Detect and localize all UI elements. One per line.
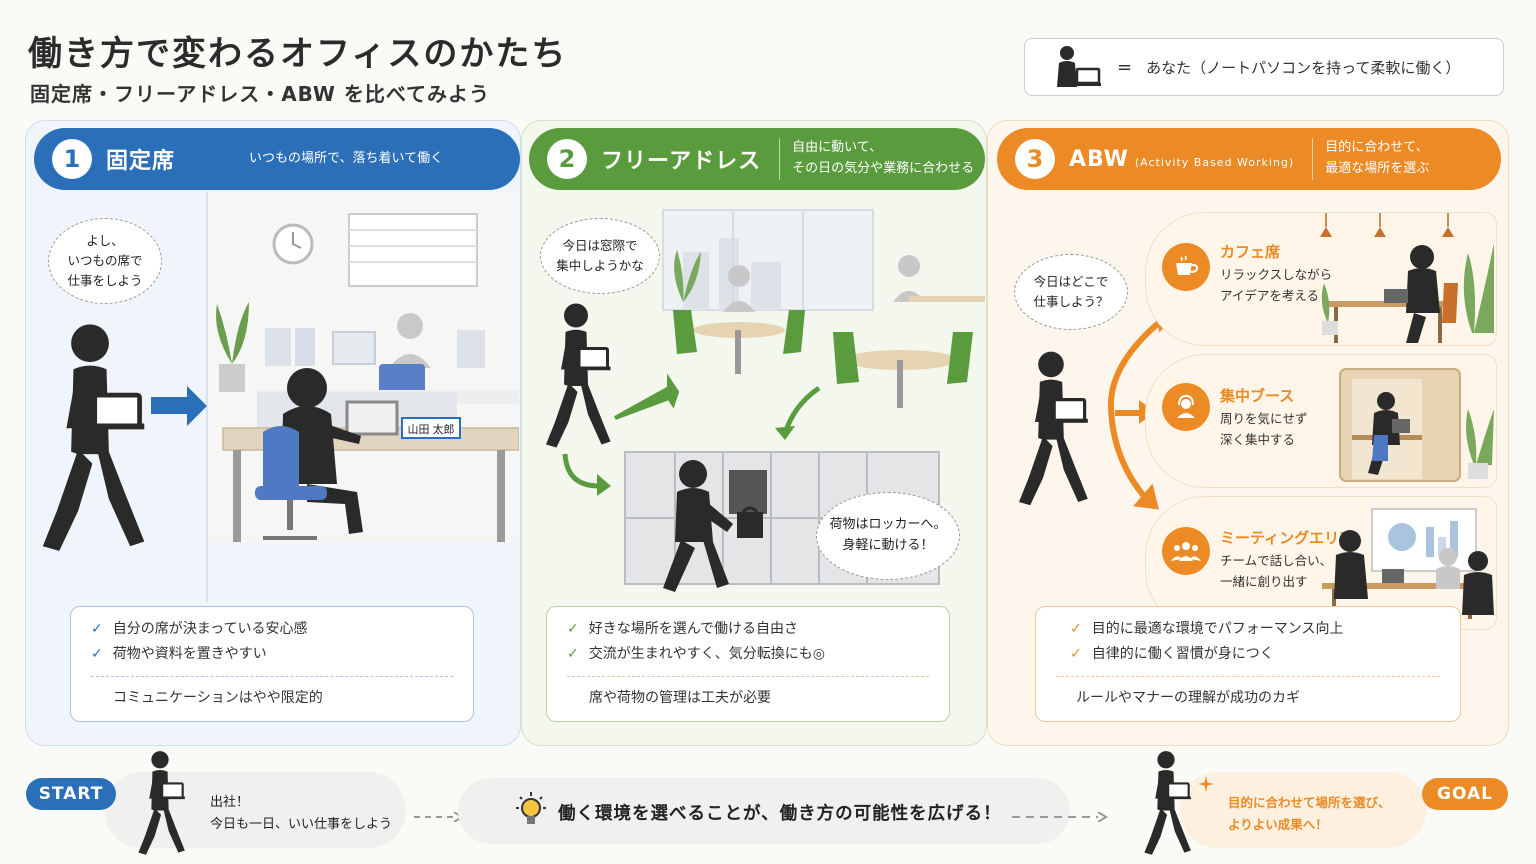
check-icon: ✓	[1070, 646, 1082, 662]
area-desc: リラックスしながら アイデアを考える	[1220, 267, 1333, 303]
info-box-free-address: ✓ 好きな場所を選んで働ける自由さ ✓ 交流が生まれやすく、気分転換にも◎ 席や荷物…	[546, 606, 950, 722]
nameplate-text: 山田 太郎	[407, 422, 454, 436]
section-number: 1	[52, 139, 92, 179]
pro-text: 荷物や資料を置きやすい	[112, 646, 267, 662]
section-desc: 自由に動いて、 その日の気分や業務に合わせる	[779, 138, 974, 180]
info-box-abw: ✓ 目的に最適な環境でパフォーマンス向上 ✓ 自律的に働く習慣が身につく ルールやマ…	[1035, 606, 1461, 722]
area-title: カフェ席	[1220, 243, 1281, 261]
pro-text: 交流が生まれやすく、気分転換にも◎	[588, 646, 825, 662]
abw-area-cafe: カフェ席 リラックスしながら アイデアを考える	[1145, 212, 1497, 346]
legend-equals: =	[1117, 56, 1133, 78]
dashed-arrow	[414, 812, 464, 822]
check-icon: ✓	[1070, 621, 1082, 637]
coffee-cup-icon	[1162, 243, 1210, 291]
pro-item: ✓ 交流が生まれやすく、気分転換にも◎	[567, 642, 929, 667]
pro-text: 自律的に働く習慣が身につく	[1091, 646, 1274, 662]
section-desc: 目的に合わせて、 最適な場所を選ぶ	[1312, 138, 1429, 180]
start-label: START	[26, 778, 116, 810]
dashed-arrow	[1012, 812, 1108, 822]
speech-bubble: よし、 いつもの席で 仕事をしよう	[48, 218, 162, 304]
speech-bubble: 今日は窓際で 集中しようかな	[540, 218, 660, 294]
speech-bubble: 今日はどこで 仕事しよう？	[1014, 254, 1128, 330]
headset-person-icon	[1162, 383, 1210, 431]
con-text: ルールやマナーの理解が成功のカギ	[1076, 690, 1300, 706]
section-number: 3	[1015, 139, 1055, 179]
speech-bubble: 荷物はロッカーへ。 身軽に動ける！	[816, 492, 960, 580]
walking-person-goal	[1143, 750, 1192, 856]
con-text: コミュニケーションはやや限定的	[113, 690, 323, 706]
divider	[567, 676, 929, 677]
check-icon: ✓	[91, 646, 103, 662]
pro-item: ✓ 好きな場所を選んで働ける自由さ	[567, 617, 929, 642]
booth-scene	[1339, 368, 1494, 482]
section-name-main: ABW	[1069, 146, 1129, 172]
abw-area-focus-booth: 集中ブース 周りを気にせず 深く集中する	[1145, 354, 1497, 488]
check-icon: ✓	[567, 621, 579, 637]
header-abw: 3 ABW (Activity Based Working) 目的に合わせて、 最…	[997, 128, 1501, 190]
pro-item: ✓ 荷物や資料を置きやすい	[91, 642, 453, 667]
pro-item: ✓ 目的に最適な環境でパフォーマンス向上	[1056, 617, 1440, 642]
message-bubble	[458, 778, 1070, 844]
walking-person-start	[137, 750, 186, 856]
divider	[91, 676, 453, 677]
team-group-icon	[1162, 527, 1210, 575]
start-text: 出社！ 今日も一日、いい仕事をしよう	[210, 795, 393, 833]
section-name: 固定席	[106, 149, 176, 174]
area-title: 集中ブース	[1220, 387, 1295, 405]
goal-text: 目的に合わせて場所を選び、 よりよい成果へ！	[1228, 795, 1391, 832]
area-desc: 周りを気にせず 深く集中する	[1220, 411, 1308, 447]
sparkle-icon	[1198, 776, 1214, 792]
lightbulb-icon	[516, 792, 546, 824]
check-icon: ✓	[567, 646, 579, 662]
person-with-laptop-icon	[1057, 46, 1101, 87]
message-text: 働く環境を選べることが、働き方の可能性を広げる！	[558, 804, 1002, 824]
info-box-fixed-seat: ✓ 自分の席が決まっている安心感 ✓ 荷物や資料を置きやすい コミュニケーションはや…	[70, 606, 474, 722]
con-text: 席や荷物の管理は工夫が必要	[589, 690, 771, 706]
area-title: ミーティングエリア	[1220, 529, 1355, 547]
pro-text: 自分の席が決まっている安心感	[112, 621, 308, 637]
pro-item: ✓ 自分の席が決まっている安心感	[91, 617, 453, 642]
legend: = あなた（ノートパソコンを持って柔軟に働く）	[1024, 38, 1504, 96]
section-name: ABW (Activity Based Working)	[1069, 147, 1294, 172]
header-fixed-seat: 1 固定席 いつもの場所で、落ち着いて働く	[34, 128, 520, 190]
plant-icon	[674, 250, 701, 302]
section-subname: (Activity Based Working)	[1134, 155, 1295, 169]
cafe-scene	[1320, 213, 1494, 343]
section-number: 2	[547, 139, 587, 179]
goal-bubble	[1180, 772, 1426, 848]
pro-text: 目的に最適な環境でパフォーマンス向上	[1091, 621, 1344, 637]
page-subtitle: 固定席・フリーアドレス・ABW を比べてみよう	[30, 82, 491, 106]
section-name: フリーアドレス	[601, 149, 762, 174]
plant-icon	[216, 302, 249, 392]
goal-label: GOAL	[1422, 778, 1508, 810]
header-free-address: 2 フリーアドレス 自由に動いて、 その日の気分や業務に合わせる	[529, 128, 985, 190]
check-icon: ✓	[91, 621, 103, 637]
section-desc: いつもの場所で、落ち着いて働く	[249, 150, 444, 166]
meeting-scene	[1322, 508, 1494, 619]
pro-text: 好きな場所を選んで働ける自由さ	[588, 621, 799, 637]
fixed-seat-illustration: 山田 太郎	[27, 192, 519, 602]
area-desc: チームで話し合い、 一緒に創り出す	[1220, 553, 1333, 589]
divider	[1056, 676, 1440, 677]
page-title: 働き方で変わるオフィスのかたち	[28, 34, 568, 74]
legend-text: あなた（ノートパソコンを持って柔軟に働く）	[1146, 58, 1461, 77]
pro-item: ✓ 自律的に働く習慣が身につく	[1056, 642, 1440, 667]
